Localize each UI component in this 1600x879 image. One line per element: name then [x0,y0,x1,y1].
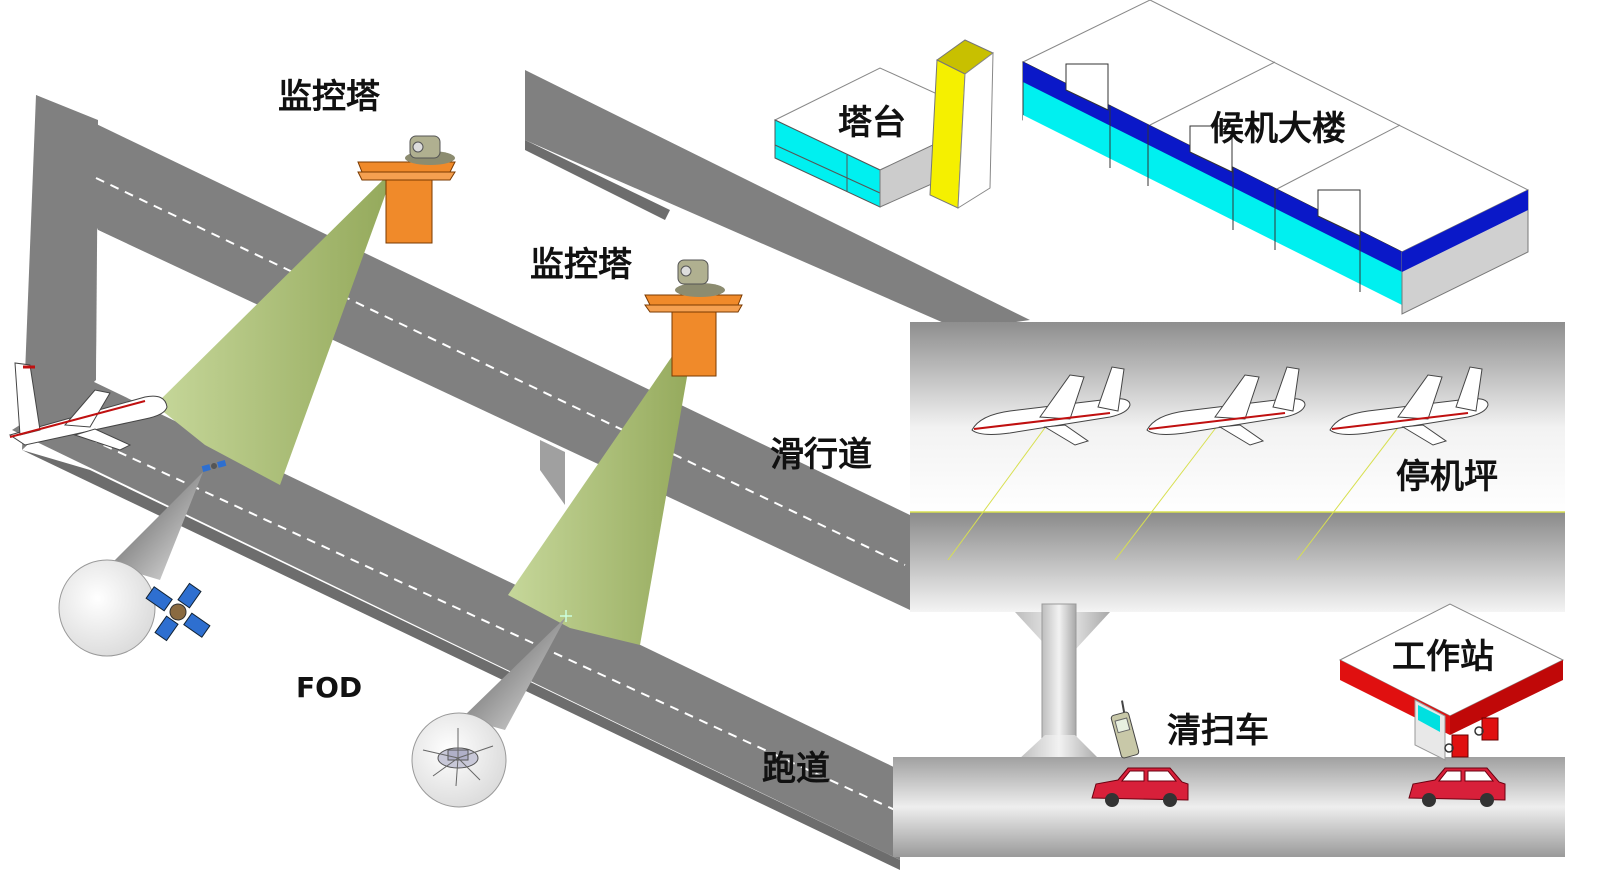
support-pillar [1015,603,1110,773]
label-monitoring-tower-left: 监控塔 [278,77,380,117]
label-monitoring-tower-right: 监控塔 [530,245,632,285]
monitoring-tower-left [357,135,456,244]
monitoring-tower-right [644,259,743,377]
radar-icon [422,728,494,787]
label-apron: 停机坪 [1396,457,1498,497]
airplane-icon [1146,366,1306,446]
camera-coverage-cone-right [508,320,697,645]
car-icon [1408,767,1506,807]
label-sweeper: 清扫车 [1167,711,1269,751]
satellite-icon [201,459,227,473]
detail-circle-left [58,559,156,657]
fuel-pump-icon [1444,717,1499,758]
label-control-tower: 塔台 [838,103,906,143]
airplane-icon [8,362,168,451]
airplane-icon [971,366,1131,446]
connector-stub [540,440,565,505]
control-tower-building [773,39,994,209]
camera-coverage-cone-left [155,168,395,485]
taxiway-centerline [95,177,906,566]
label-fod: FOD [296,671,363,704]
fod-debris-icon [560,610,572,622]
camera-icon [675,259,725,297]
label-terminal: 候机大楼 [1210,109,1346,149]
detail-beam-right [462,617,566,730]
camera-icon [405,135,455,165]
detail-beam-left [110,472,203,580]
terminal-building [1021,0,1530,315]
label-runway: 跑道 [762,749,830,789]
runway [12,380,900,870]
service-road [525,70,1030,330]
workstation-building [1338,603,1565,761]
airplane-icon [1329,366,1489,446]
label-workstation: 工作站 [1392,637,1494,677]
label-taxiway: 滑行道 [770,435,872,475]
satellite-icon [145,582,211,642]
phone-icon [1110,700,1140,759]
car-icon [1091,767,1189,807]
taxiway-loop [22,95,910,610]
